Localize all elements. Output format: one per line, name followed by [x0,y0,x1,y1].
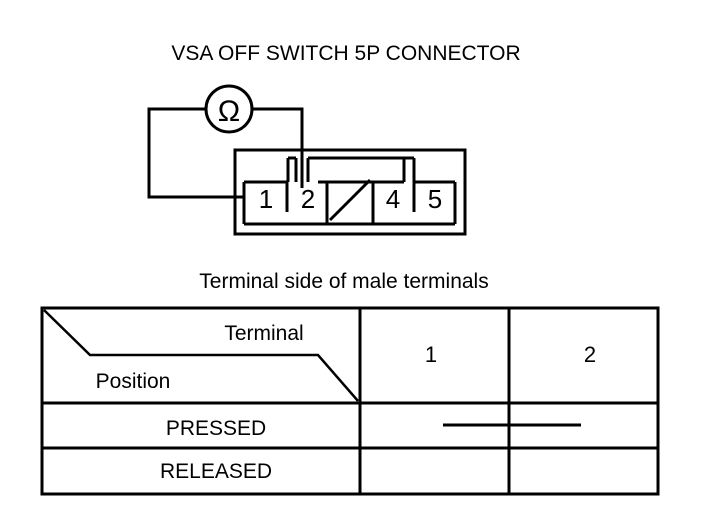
pin-5-label: 5 [428,184,442,214]
connector-pins: 1 2 4 5 [259,184,442,214]
pin-4-label: 4 [386,184,400,214]
continuity-table [40,306,660,496]
header-diagonal [43,309,359,402]
row-label-pressed: PRESSED [166,417,266,440]
column-terminal-2: 2 [584,342,596,367]
connector-housing [233,148,467,236]
connector-caption: Terminal side of male terminals [199,270,488,293]
ohmmeter-icon: Ω [204,84,254,134]
column-terminal-1: 1 [425,342,437,367]
pin-2-label: 2 [301,184,315,214]
diagram-title: VSA OFF SWITCH 5P CONNECTOR [171,42,520,65]
header-position: Position [96,370,171,393]
pin-1-label: 1 [259,184,273,214]
ohmmeter-wiring [147,107,304,199]
row-label-released: RELEASED [160,460,272,483]
ohm-symbol: Ω [218,95,240,128]
header-terminal: Terminal [224,322,303,345]
